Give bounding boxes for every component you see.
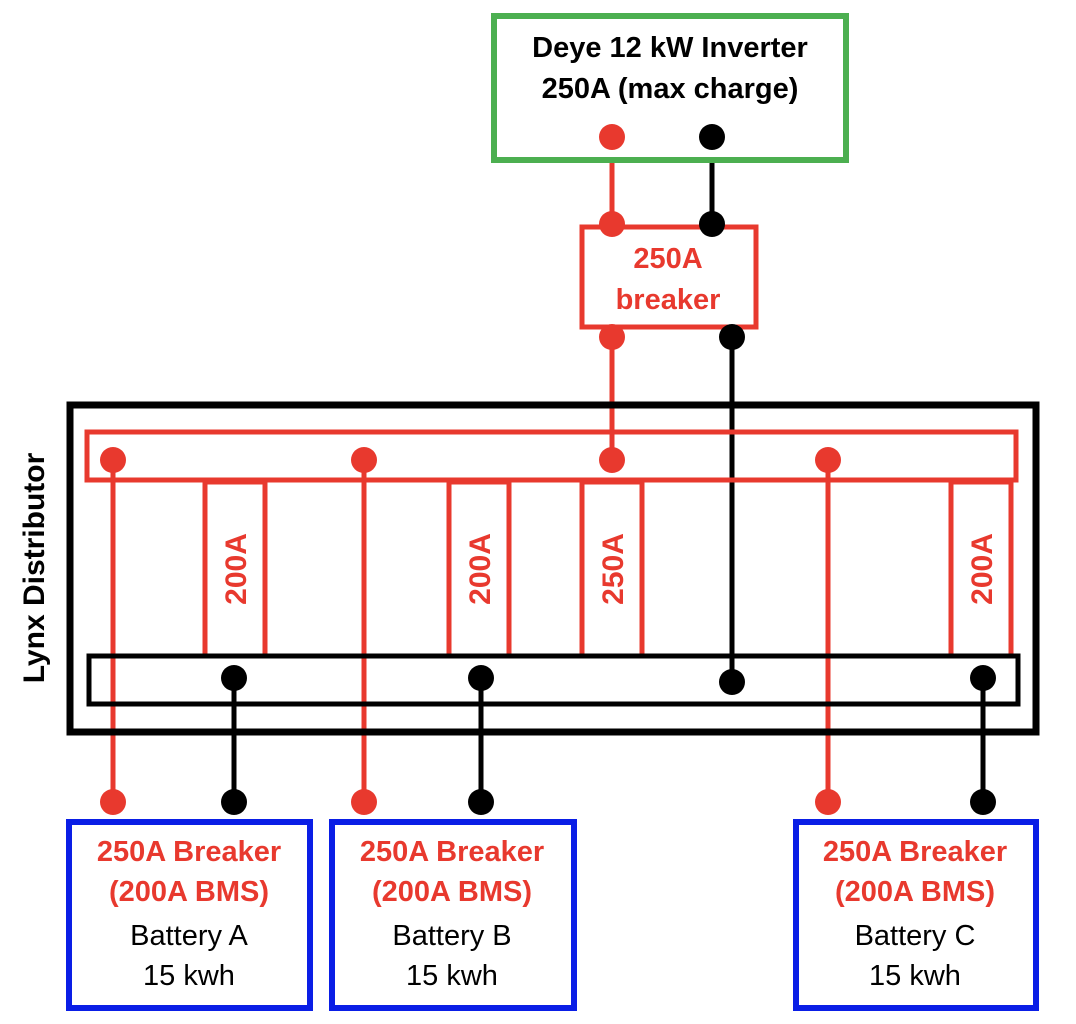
wires: [110, 137, 986, 802]
battery-b-positive-terminal: [351, 789, 377, 815]
inverter-positive-terminal: [599, 124, 625, 150]
battery-c-breaker-rating: 250A Breaker: [823, 836, 1007, 868]
battery-a-negative-terminal: [221, 789, 247, 815]
fuse-2-rating: 200A: [464, 533, 497, 605]
inverter-max-charge: 250A (max charge): [542, 73, 799, 105]
battery-b-negative-terminal: [468, 789, 494, 815]
fuse-3: [579, 479, 645, 659]
battery-b-name: Battery B: [392, 920, 511, 952]
busbar-positive-terminal-b: [351, 447, 377, 473]
battery-c-capacity: 15 kwh: [869, 960, 961, 992]
busbar-positive-terminal-c: [815, 447, 841, 473]
inverter-box: Deye 12 kW Inverter 250A (max charge): [491, 13, 849, 163]
lynx-distributor: Lynx Distributor 200A 200A 250A 200A: [18, 401, 1040, 736]
inverter-negative-terminal: [699, 124, 725, 150]
battery-a-capacity: 15 kwh: [143, 960, 235, 992]
battery-a-box: 250A Breaker (200A BMS) Battery A 15 kwh: [66, 789, 313, 1011]
battery-a-positive-terminal: [100, 789, 126, 815]
main-breaker-label: breaker: [616, 284, 721, 316]
battery-c-name: Battery C: [855, 920, 976, 952]
negative-busbar: [86, 653, 1021, 707]
fuse-1-rating: 200A: [220, 533, 253, 605]
busbar-negative-terminal-b: [468, 665, 494, 691]
main-breaker-box: 250A breaker: [579, 211, 759, 350]
busbar-negative-terminal-inverter: [719, 669, 745, 695]
fuse-3-rating: 250A: [597, 533, 630, 605]
main-breaker-rating: 250A: [633, 243, 702, 275]
lynx-distributor-label: Lynx Distributor: [18, 452, 51, 683]
positive-busbar: [84, 429, 1019, 483]
battery-b-bms-rating: (200A BMS): [372, 876, 532, 908]
fuse-4-rating: 200A: [966, 533, 999, 605]
battery-b-capacity: 15 kwh: [406, 960, 498, 992]
battery-b-box: 250A Breaker (200A BMS) Battery B 15 kwh: [329, 789, 577, 1011]
battery-c-bms-rating: (200A BMS): [835, 876, 995, 908]
busbar-positive-terminal-inverter: [599, 447, 625, 473]
battery-a-bms-rating: (200A BMS): [109, 876, 269, 908]
battery-a-breaker-rating: 250A Breaker: [97, 836, 281, 868]
battery-c-box: 250A Breaker (200A BMS) Battery C 15 kwh: [793, 789, 1039, 1011]
battery-c-positive-terminal: [815, 789, 841, 815]
breaker-in-negative-terminal: [699, 211, 725, 237]
breaker-in-positive-terminal: [599, 211, 625, 237]
fuse-2: [446, 479, 512, 659]
battery-b-breaker-rating: 250A Breaker: [360, 836, 544, 868]
busbar-positive-terminal-a: [100, 447, 126, 473]
breaker-out-negative-terminal: [719, 324, 745, 350]
battery-c-negative-terminal: [970, 789, 996, 815]
battery-a-name: Battery A: [130, 920, 248, 952]
busbar-negative-terminal-a: [221, 665, 247, 691]
breaker-out-positive-terminal: [599, 324, 625, 350]
inverter-title: Deye 12 kW Inverter: [532, 32, 808, 64]
busbar-negative-terminal-c: [970, 665, 996, 691]
